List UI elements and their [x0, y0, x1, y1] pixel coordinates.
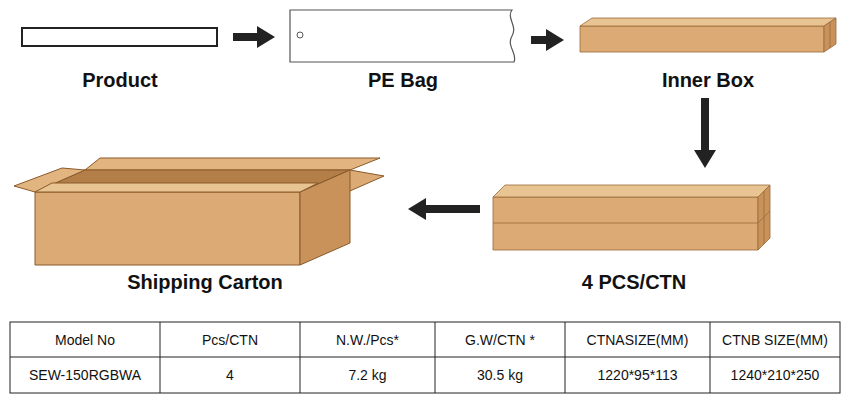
- table-cell: 4: [160, 357, 300, 393]
- stage-caption: Product: [11, 69, 229, 92]
- table-cell: Model No: [10, 322, 160, 357]
- package-stage: PE Bag: [279, 8, 527, 94]
- product-bar: [22, 28, 217, 46]
- flow-arrow: [233, 33, 257, 41]
- package-stage: Inner Box: [568, 8, 848, 94]
- bag-hole: [297, 32, 303, 38]
- flow-arrow: [426, 205, 480, 213]
- table-cell: 7.2 kg: [300, 357, 435, 393]
- table-cell: 1240*210*250: [710, 357, 840, 393]
- table-cell: Pcs/CTN: [160, 322, 300, 357]
- package-stage: 4 PCS/CTN: [484, 172, 784, 296]
- table-cell: CTNB SIZE(MM): [710, 322, 840, 357]
- stacked-boxes: [493, 185, 770, 250]
- stage-caption: Inner Box: [568, 69, 848, 92]
- table-grid: [10, 322, 840, 393]
- table-cell: 30.5 kg: [435, 357, 565, 393]
- inner-box: [580, 18, 836, 52]
- package-stage: Shipping Carton: [6, 150, 404, 296]
- table-cell: N.W./Pcs*: [300, 322, 435, 357]
- pe-bag: [290, 10, 515, 62]
- table-cell: CTNASIZE(MM): [565, 322, 710, 357]
- table-cell: G.W/CTN *: [435, 322, 565, 357]
- stage-caption: 4 PCS/CTN: [484, 271, 784, 294]
- flow-arrow: [701, 98, 709, 150]
- package-stage: Product: [11, 8, 229, 94]
- stage-caption: Shipping Carton: [6, 271, 404, 294]
- table-cell: SEW-150RGBWA: [10, 357, 160, 393]
- table-cell: 1220*95*113: [565, 357, 710, 393]
- stage-caption: PE Bag: [279, 69, 527, 92]
- shipping-carton: [14, 158, 384, 265]
- flow-arrow: [531, 36, 546, 44]
